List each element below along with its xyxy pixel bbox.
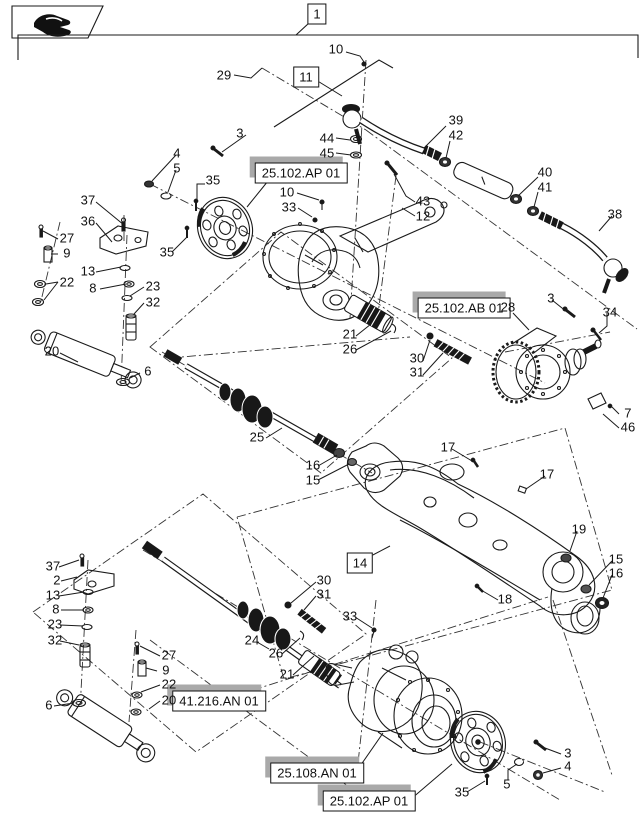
callout-40: 40 (537, 164, 553, 180)
callout-35: 35 (205, 172, 221, 188)
callout-23: 23 (145, 278, 161, 294)
callout-30: 30 (316, 572, 332, 588)
callout-26: 26 (268, 645, 284, 661)
callout-3: 3 (547, 290, 555, 306)
small-parts-right (371, 306, 613, 785)
callout-8: 8 (89, 280, 97, 296)
callout-20: 20 (161, 692, 177, 708)
knuckle-hub-lower (325, 644, 463, 755)
callout-5: 5 (503, 776, 511, 792)
callout-21: 21 (342, 326, 358, 342)
callout-15: 15 (305, 472, 321, 488)
figure-ref-box-1: 1 (307, 3, 327, 25)
callout-32: 32 (145, 294, 161, 310)
steering-cylinder-upper (30, 329, 142, 389)
callout-42: 42 (448, 127, 464, 143)
ref-box-25102AB[interactable]: 25.102.AB 01 (417, 297, 511, 319)
group-box-11: 11 (293, 66, 319, 88)
callout-45: 45 (319, 145, 335, 161)
leader-lines (42, 51, 620, 800)
callout-7: 7 (624, 405, 632, 421)
callout-27: 27 (59, 230, 75, 246)
steering-cylinder-lower (56, 689, 156, 763)
callout-21: 21 (279, 666, 295, 682)
callout-16: 16 (305, 457, 321, 473)
sleeve-spring-lower (284, 601, 341, 687)
callout-13: 13 (80, 263, 96, 279)
callout-43: 43 (415, 193, 431, 209)
callout-17: 17 (440, 439, 456, 455)
tie-rod-assembly (341, 103, 629, 294)
callout-32: 32 (47, 632, 63, 648)
callout-41: 41 (537, 179, 553, 195)
ref-box-25102AP-top[interactable]: 25.102.AP 01 (254, 162, 348, 184)
callout-36: 36 (80, 213, 96, 229)
callout-44: 44 (319, 130, 335, 146)
callout-28: 28 (500, 299, 516, 315)
differential-28 (491, 327, 602, 404)
callout-3: 3 (236, 125, 244, 141)
callout-22: 22 (161, 676, 177, 692)
spring-31-upper (391, 323, 472, 365)
callout-17: 17 (539, 466, 555, 482)
callout-30: 30 (409, 350, 425, 366)
axle-housing (346, 442, 610, 635)
group-box-14: 14 (346, 552, 374, 574)
stub-sleeve-21-upper (344, 294, 394, 334)
ref-box-25108AN[interactable]: 25.108.AN 01 (270, 762, 364, 784)
brake-disc-lower (449, 710, 506, 774)
callout-35: 35 (159, 244, 175, 260)
callout-4: 4 (173, 145, 181, 161)
brake-disc-upper (196, 196, 254, 260)
ref-box-41216AN[interactable]: 41.216.AN 01 (172, 690, 266, 712)
callout-29: 29 (216, 67, 232, 83)
hardware-lower-left (73, 553, 147, 716)
callout-37: 37 (45, 558, 61, 574)
callout-31: 31 (316, 586, 332, 602)
callout-46: 46 (620, 419, 636, 435)
callout-9: 9 (63, 245, 71, 261)
callout-6: 6 (45, 697, 53, 713)
ref-box-25102AP-bottom[interactable]: 25.102.AP 01 (322, 790, 416, 812)
callout-34: 34 (602, 304, 618, 320)
callout-10: 10 (279, 184, 295, 200)
callout-3: 3 (564, 745, 572, 761)
callout-37: 37 (80, 192, 96, 208)
group11-edge-line (273, 59, 394, 128)
callout-33: 33 (342, 608, 358, 624)
callout-22: 22 (59, 274, 75, 290)
callout-26: 26 (342, 341, 358, 357)
axle-shaft-25 (163, 349, 358, 467)
callout-12: 12 (415, 208, 431, 224)
callout-23: 23 (47, 616, 63, 632)
callout-13: 13 (45, 587, 61, 603)
callout-9: 9 (162, 662, 170, 678)
callout-2: 2 (53, 572, 61, 588)
callout-33: 33 (281, 199, 297, 215)
callout-19: 19 (571, 521, 587, 537)
callout-20: 20 (44, 343, 60, 359)
callout-25: 25 (249, 429, 265, 445)
callout-16: 16 (608, 565, 624, 581)
callout-35: 35 (454, 784, 470, 800)
callout-18: 18 (497, 591, 513, 607)
figure-bracket (17, 22, 639, 60)
callout-38: 38 (607, 206, 623, 222)
callout-6: 6 (144, 363, 152, 379)
callout-10: 10 (328, 41, 344, 57)
callout-39: 39 (448, 112, 464, 128)
hardware-upper-left (31, 61, 399, 341)
callout-5: 5 (173, 160, 181, 176)
callout-8: 8 (52, 601, 60, 617)
callout-15: 15 (608, 551, 624, 567)
bracket-36 (99, 217, 149, 255)
callout-31: 31 (409, 364, 425, 380)
callout-27: 27 (161, 647, 177, 663)
callout-24: 24 (244, 632, 260, 648)
callout-4: 4 (564, 758, 572, 774)
brand-mark-icon (11, 5, 104, 39)
